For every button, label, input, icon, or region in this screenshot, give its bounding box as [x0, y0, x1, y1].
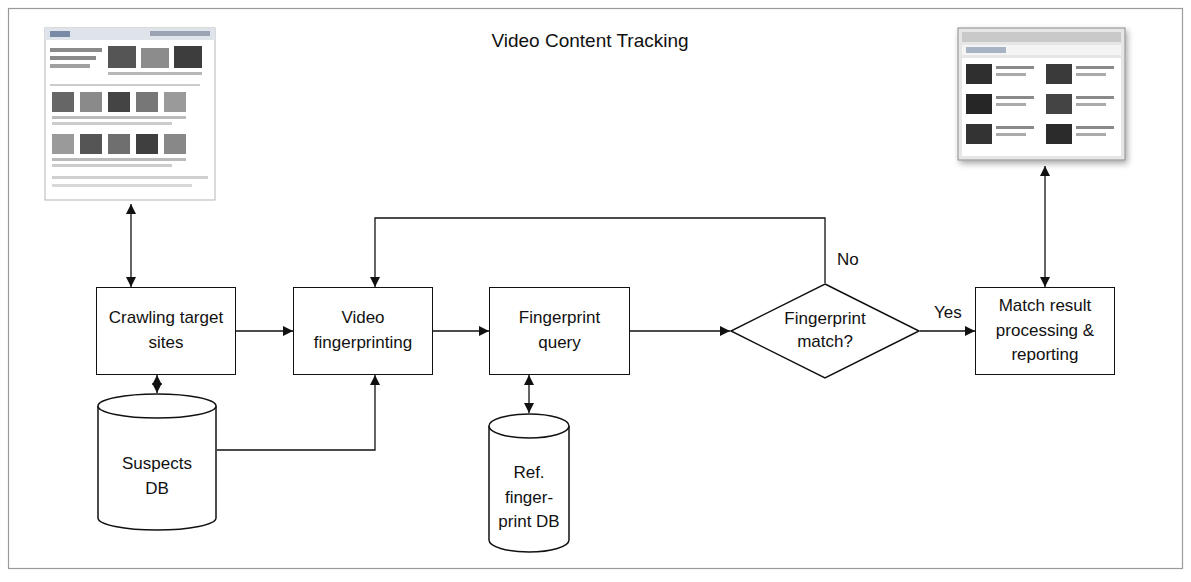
- results-screenshot: [958, 28, 1125, 160]
- results-screenshot-part: [1076, 133, 1106, 136]
- results-screenshot-part: [996, 66, 1034, 69]
- results-screenshot-part: [966, 94, 992, 114]
- screenshot-arrow: [130, 204, 131, 287]
- node-label: Ref. finger- print DB: [494, 461, 564, 535]
- website-screenshot-part: [50, 84, 200, 86]
- results-screenshot-part: [1076, 103, 1106, 106]
- connector-arrow: [528, 375, 529, 413]
- website-screenshot-part: [52, 164, 172, 167]
- results-screenshot-part: [962, 32, 1121, 42]
- results-screenshot-part: [958, 28, 1125, 160]
- node-label: Fingerprint match?: [770, 308, 880, 354]
- results-screenshot-part: [1076, 73, 1106, 76]
- connector-arrow: [920, 330, 975, 331]
- website-screenshot-part: [50, 48, 102, 52]
- node-text-block: Fingerprint query: [498, 306, 622, 355]
- node-text-block: Ref. finger- print DB: [494, 461, 564, 535]
- website-screenshot-part: [52, 116, 186, 119]
- node-text-block: Video fingerprinting: [301, 306, 425, 355]
- decision-diamond: Fingerprint match?: [730, 283, 920, 379]
- website-screenshot: [45, 28, 215, 200]
- connector-arrow: [630, 330, 730, 331]
- connector-arrow: [217, 375, 375, 450]
- results-screenshot-part: [962, 45, 1121, 55]
- node-text-block: Fingerprint match?: [770, 308, 880, 354]
- results-screenshot-part: [1046, 94, 1072, 114]
- screenshot-arrow: [1044, 166, 1045, 287]
- outer-frame: [9, 9, 1183, 569]
- website-screenshot-part: [150, 31, 210, 36]
- process-box: Video fingerprinting: [293, 287, 433, 375]
- node-label: Video fingerprinting: [301, 306, 425, 355]
- results-screenshot-part: [1076, 66, 1114, 69]
- website-screenshot-part: [50, 64, 90, 68]
- connector-arrow: [236, 330, 293, 331]
- results-screenshot-part: [962, 58, 1121, 156]
- connector-arrow: [433, 330, 489, 331]
- diagram-title: Video Content Tracking: [390, 30, 790, 52]
- results-screenshot-part: [966, 124, 992, 144]
- website-screenshot-part: [141, 48, 169, 68]
- results-screenshot-part: [966, 47, 1006, 53]
- results-screenshot-part: [996, 96, 1034, 99]
- connector-arrow: [375, 218, 825, 287]
- database-cylinder: Suspects DB: [97, 393, 217, 531]
- node-text-block: Crawling target sites: [104, 306, 228, 355]
- results-screenshot-part: [996, 103, 1026, 106]
- diamond-outline-shape: [731, 284, 919, 378]
- results-screenshot-part: [996, 73, 1026, 76]
- cylinder-outline: [488, 413, 570, 553]
- database-cylinder: Ref. finger- print DB: [488, 413, 570, 553]
- node-label: Suspects DB: [115, 452, 199, 501]
- website-screenshot-part: [52, 122, 172, 125]
- website-screenshot-part: [136, 134, 158, 154]
- node-label: Crawling target sites: [104, 306, 228, 355]
- website-screenshot-part: [108, 46, 136, 68]
- results-screenshot-part: [1076, 126, 1114, 129]
- results-screenshot-part: [1046, 124, 1072, 144]
- website-screenshot-part: [52, 176, 208, 179]
- node-label: Fingerprint query: [498, 306, 622, 355]
- results-screenshot-part: [966, 64, 992, 84]
- website-screenshot-part: [80, 134, 102, 154]
- cylinder-body: [489, 426, 569, 552]
- website-screenshot-part: [164, 134, 186, 154]
- website-screenshot-part: [174, 46, 202, 68]
- results-screenshot-part: [996, 133, 1026, 136]
- cylinder-top: [98, 394, 216, 418]
- website-screenshot-part: [52, 158, 186, 161]
- website-screenshot-part: [50, 56, 96, 60]
- edge-label: No: [835, 250, 861, 270]
- process-box: Fingerprint query: [489, 287, 630, 375]
- results-screenshot-part: [1046, 64, 1072, 84]
- results-screenshot-part: [996, 126, 1034, 129]
- website-screenshot-part: [50, 31, 70, 37]
- website-screenshot-part: [45, 28, 215, 40]
- website-screenshot-part: [108, 134, 130, 154]
- diamond-outline: [730, 283, 920, 379]
- website-screenshot-part: [108, 72, 202, 75]
- website-screenshot-part: [52, 92, 74, 112]
- process-box: Match result processing & reporting: [975, 287, 1115, 375]
- website-screenshot-part: [52, 184, 192, 187]
- website-screenshot-part: [45, 28, 215, 200]
- results-screenshot-part: [1076, 96, 1114, 99]
- cylinder-body: [98, 406, 216, 530]
- edge-label: Yes: [932, 303, 964, 323]
- website-screenshot-part: [164, 92, 186, 112]
- node-text-block: Match result processing & reporting: [983, 294, 1107, 368]
- website-screenshot-part: [52, 134, 74, 154]
- node-label: Match result processing & reporting: [983, 294, 1107, 368]
- process-box: Crawling target sites: [96, 287, 236, 375]
- website-screenshot-part: [108, 92, 130, 112]
- website-screenshot-part: [136, 92, 158, 112]
- connector-arrow: [156, 375, 157, 393]
- node-text-block: Suspects DB: [115, 452, 199, 501]
- website-screenshot-part: [80, 92, 102, 112]
- cylinder-top: [489, 414, 569, 438]
